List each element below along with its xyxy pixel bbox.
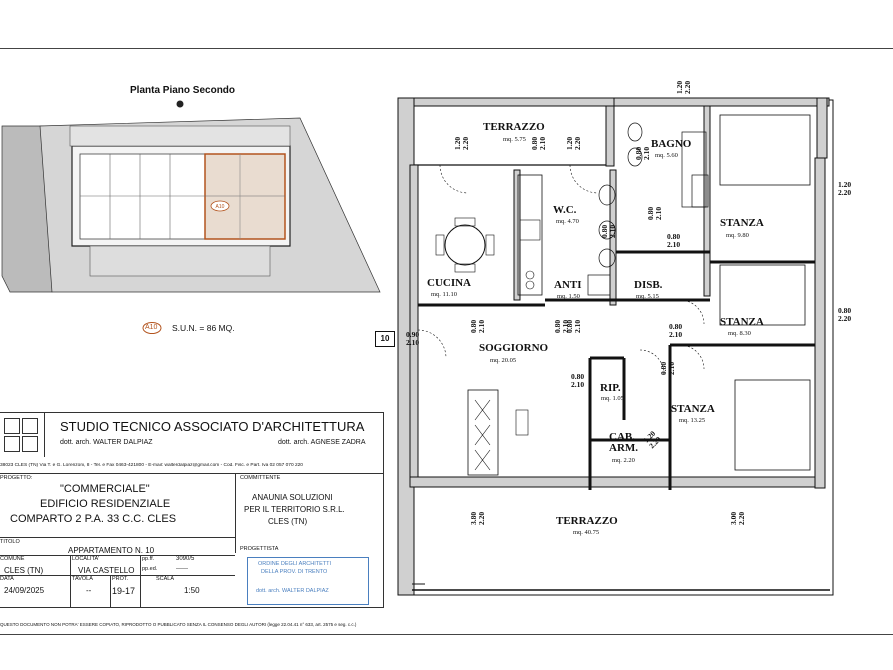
studio-name: STUDIO TECNICO ASSOCIATO D'ARCHITETTURA	[60, 419, 365, 434]
dim-door-anti-right: 0.80 2.10	[565, 319, 582, 333]
tavola-value: --	[86, 586, 92, 595]
committente-line-1: ANAUNIA SOLUZIONI	[252, 493, 333, 502]
scala-value: 1:50	[184, 586, 200, 595]
room-name-stanza-2: STANZA	[720, 316, 764, 328]
room-name-bagno: BAGNO	[651, 138, 692, 150]
room-area-soggiorno: mq. 20.05	[490, 357, 517, 364]
studio-address: 38023 CLES (TN) Via T. e G. Lorenzoni, 8…	[0, 463, 303, 468]
committente-line-3: CLES (TN)	[268, 517, 308, 526]
room-area-wc: mq. 4.70	[556, 218, 579, 225]
highlighted-unit	[204, 153, 286, 240]
dim-window-stanza-1: 1.20 2.20	[838, 180, 852, 197]
room-area-bagno: mq. 5.60	[655, 152, 678, 159]
room-area-stanza-3: mq. 13.25	[679, 417, 706, 424]
sun-label: S.U.N. = 86 MQ.	[172, 323, 235, 333]
pped-value: ------	[176, 566, 188, 572]
pped-label: pp.ed.	[142, 566, 158, 572]
dim-window-soggiorno: 3.80 2.20	[469, 511, 486, 525]
unit-code-badge	[142, 322, 162, 334]
progettista-label: PROGETTISTA	[240, 546, 279, 552]
room-name-cab-arm: CAB. ARM.	[609, 431, 639, 454]
stamp-line-1: ORDINE DEGLI ARCHITETTI	[258, 561, 332, 567]
stamp-line-3: dott. arch. WALTER DALPIAZ	[256, 588, 329, 594]
data-value: 24/09/2025	[4, 586, 45, 595]
dim-window-stanza-2: 0.80 2.20	[838, 306, 852, 323]
dim-door-disb: 0.80 2.10	[646, 206, 663, 220]
room-area-disb: mq. 5.15	[636, 293, 659, 300]
room-area-cab-arm: mq. 2.20	[612, 457, 635, 464]
dim-door-stanza-2: 0.80 2.10	[669, 322, 683, 339]
ppff-label: pp.ff.	[142, 556, 155, 562]
dim-door-bagno-wc: 0.80 2.10	[530, 136, 547, 150]
dim-entrance: 0.90 2.10	[406, 330, 420, 347]
unit-code: A10	[145, 324, 158, 331]
dim-door-rip: 0.80 2.10	[571, 372, 585, 389]
drawing-sheet	[0, 48, 893, 635]
room-name-soggiorno: SOGGIORNO	[479, 342, 549, 354]
committente-line-2: PER IL TERRITORIO S.R.L.	[244, 505, 345, 514]
stamp-line-2: DELLA PROV. DI TRENTO	[261, 569, 328, 575]
entrance-marker: 10	[375, 331, 395, 347]
north-arrow-icon	[176, 100, 184, 108]
progetto-line-2: EDIFICIO RESIDENZIALE	[40, 498, 171, 510]
room-name-wc: W.C.	[553, 204, 577, 216]
dim-window-bagno: 1.20 2.20	[675, 80, 692, 94]
studio-logo	[0, 413, 45, 457]
dim-door-terrazzo-right: 1.20 2.20	[565, 136, 582, 150]
progetto-line-3: COMPARTO 2 P.A. 33 C.C. CLES	[10, 513, 177, 525]
room-area-terrazzo-top: mq. 5.75	[503, 136, 526, 143]
room-name-terrazzo-bottom: TERRAZZO	[556, 515, 618, 527]
prot-value: 19-17	[112, 586, 136, 596]
comune-label: COMUNE	[0, 556, 25, 562]
room-name-anti: ANTI	[554, 279, 582, 291]
room-name-rip: RIP.	[600, 382, 621, 394]
floor-plan	[397, 97, 834, 596]
room-name-stanza-1: STANZA	[720, 217, 764, 229]
dim-door-stanza-1: 0.80 2.10	[667, 232, 681, 249]
data-label: DATA	[0, 576, 14, 582]
localita-label: LOCALITA'	[72, 556, 100, 562]
titolo-label: TITOLO	[0, 539, 20, 545]
copyright-footer: QUESTO DOCUMENTO NON POTRA' ESSERE COPIA…	[0, 622, 357, 627]
room-name-cucina: CUCINA	[427, 277, 471, 289]
title-block: STUDIO TECNICO ASSOCIATO D'ARCHITETTURA …	[0, 412, 384, 608]
titolo-value: APPARTAMENTO N. 10	[68, 546, 155, 555]
key-plan: A10	[1, 100, 381, 293]
dim-door-stanza-3: 0.80 2.10	[659, 361, 676, 375]
architect-1: dott. arch. WALTER DALPIAZ	[60, 439, 153, 446]
room-area-anti: mq. 1.50	[557, 293, 580, 300]
prot-label: PROT.	[112, 576, 129, 582]
room-area-terrazzo-bottom: mq. 40.75	[573, 529, 600, 536]
room-name-terrazzo-top: TERRAZZO	[483, 121, 545, 133]
dim-door-terrazzo-left: 1.20 2.20	[453, 136, 470, 150]
scala-label: SCALA	[156, 576, 175, 582]
progetto-line-1: "COMMERCIALE"	[60, 483, 150, 495]
architect-stamp: ORDINE DEGLI ARCHITETTI DELLA PROV. DI T…	[247, 557, 369, 605]
dim-door-cucina: 0.80 2.10	[469, 319, 486, 333]
room-area-cucina: mq. 11.10	[431, 291, 457, 298]
committente-label: COMMITTENTE	[240, 475, 281, 481]
comune-value: CLES (TN)	[4, 566, 44, 575]
room-name-stanza-3: STANZA	[671, 403, 715, 415]
room-name-disb: DISB.	[634, 279, 663, 291]
svg-text:A10: A10	[216, 204, 225, 210]
tavola-label: TAVOLA	[72, 576, 93, 582]
room-area-rip: mq. 1.05	[601, 395, 624, 402]
room-area-stanza-1: mq. 9.80	[726, 232, 749, 239]
localita-value: VIA CASTELLO	[78, 566, 135, 575]
ppff-value: 3090/5	[176, 556, 195, 562]
room-area-stanza-2: mq. 8.30	[728, 330, 751, 337]
dim-door-wc: 0.80 2.10	[600, 224, 617, 238]
architect-2: dott. arch. AGNESE ZADRA	[278, 439, 366, 446]
progetto-label: PROGETTO:	[0, 475, 33, 481]
dim-window-stanza-3: 3.00 2.20	[729, 511, 746, 525]
key-plan-title: Planta Piano Secondo	[130, 85, 236, 96]
dim-door-bagno: 0.80 2.10	[634, 146, 651, 160]
